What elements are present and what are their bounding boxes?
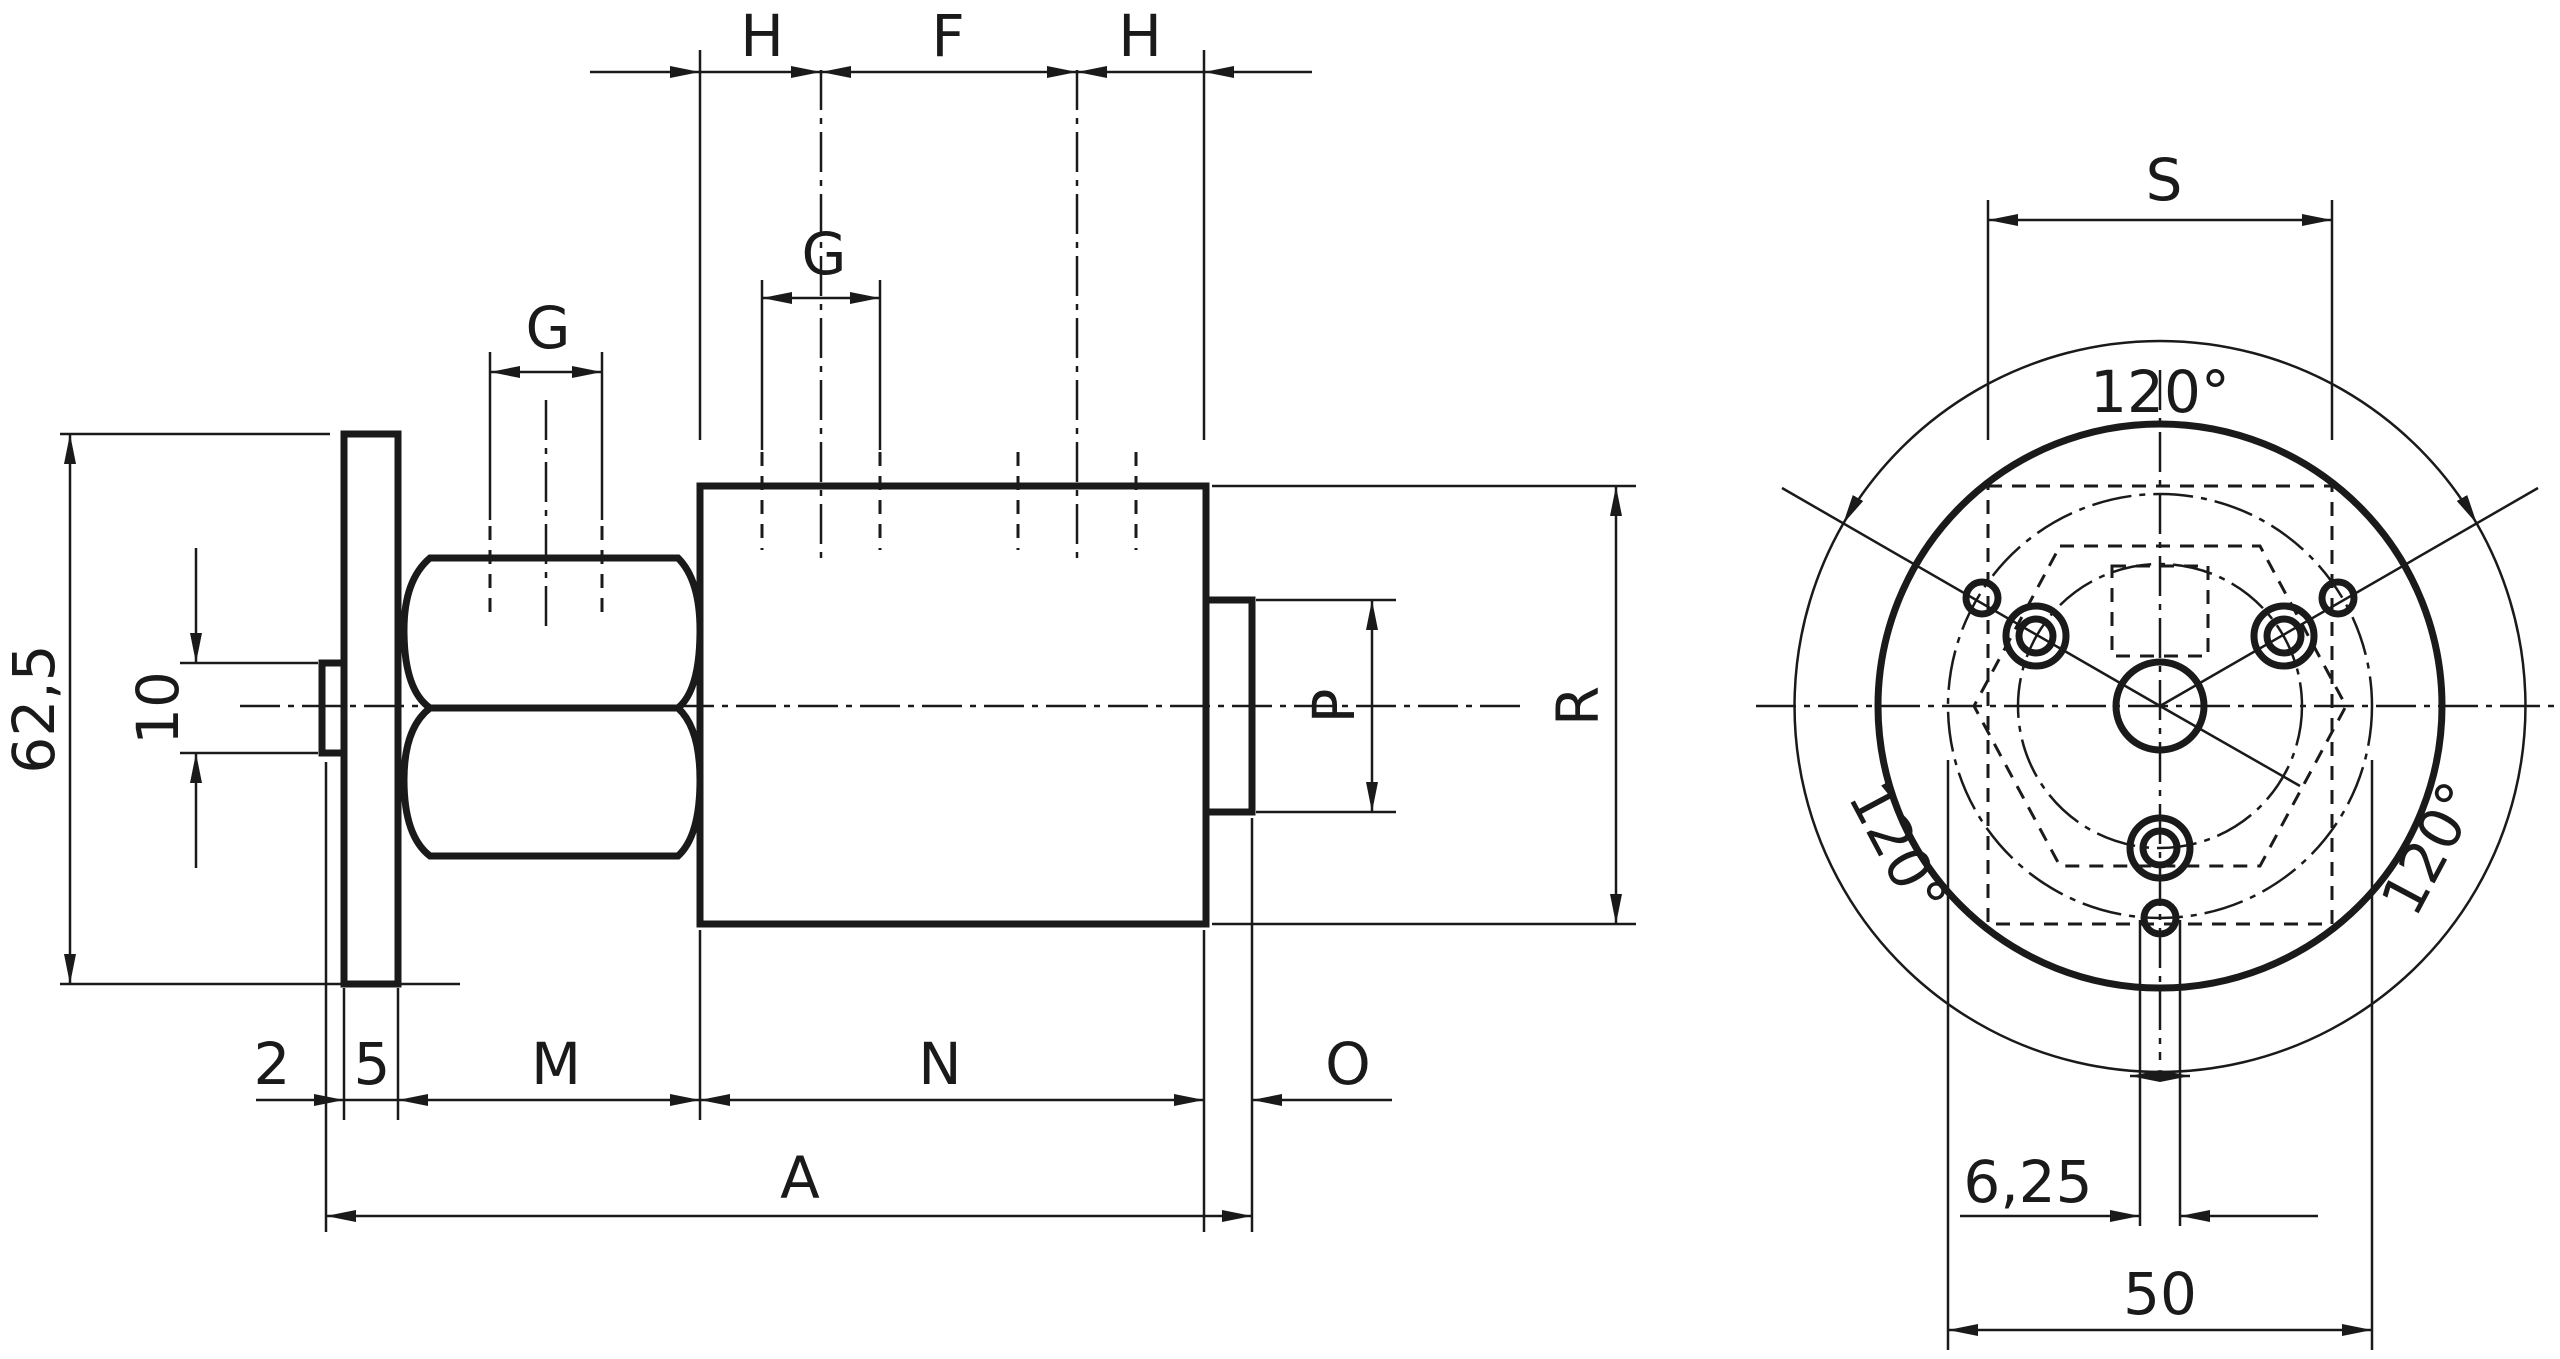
- mount-hole-left: [1962, 578, 2002, 618]
- front-view: S 120° 120° 120° 6,25 50: [1756, 146, 2560, 1350]
- label-2: 2: [254, 1030, 291, 1098]
- port-right: [2250, 602, 2318, 670]
- flange-stub: [318, 659, 348, 757]
- label-g-upper: G: [802, 220, 847, 288]
- label-g-lower: G: [526, 294, 571, 362]
- hex-nut-lower: [400, 704, 704, 860]
- center-port: [2112, 658, 2208, 754]
- label-120-right: 120°: [2368, 771, 2494, 926]
- side-view: H F H G G 62,5 10 P R 2 5 M N O A: [0, 2, 1636, 1232]
- hex-nut-upper: [400, 554, 704, 712]
- port-left: [2002, 602, 2070, 670]
- label-5: 5: [354, 1030, 391, 1098]
- label-62-5: 62,5: [0, 644, 68, 773]
- port-bottom: [2126, 814, 2194, 882]
- label-n: N: [918, 1030, 961, 1098]
- label-f: F: [931, 2, 964, 70]
- label-o: O: [1325, 1030, 1371, 1098]
- label-s: S: [2146, 146, 2183, 214]
- label-6-25: 6,25: [1963, 1148, 2092, 1216]
- label-h-right: H: [1118, 2, 1162, 70]
- label-m: M: [531, 1030, 581, 1098]
- label-a: A: [780, 1144, 820, 1212]
- label-r: R: [1544, 686, 1612, 726]
- mount-hole-bottom: [2140, 898, 2180, 938]
- label-120-left: 120°: [1835, 771, 1961, 926]
- label-h-left: H: [740, 2, 784, 70]
- flange-circle: [1874, 420, 2446, 992]
- flange-plate: [340, 430, 402, 988]
- mount-hole-right: [2318, 578, 2358, 618]
- label-10: 10: [124, 671, 192, 745]
- label-50: 50: [2123, 1260, 2197, 1328]
- label-120-top: 120°: [2090, 358, 2230, 426]
- label-p: P: [1300, 689, 1368, 724]
